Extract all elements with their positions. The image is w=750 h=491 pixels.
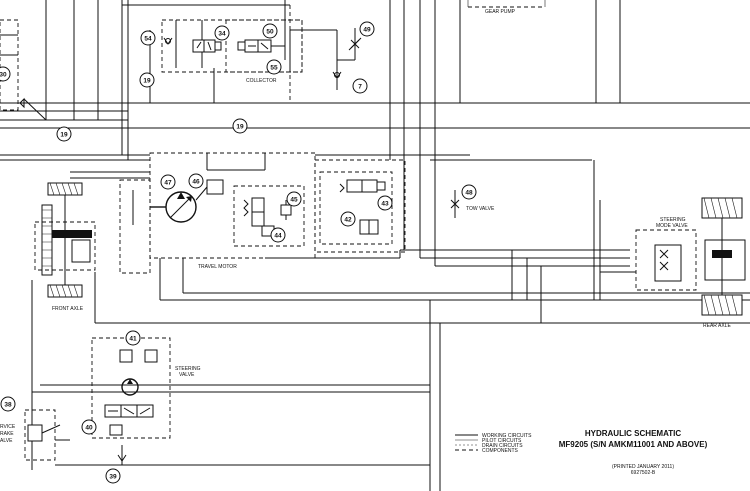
callout-19-mid: 19: [232, 118, 248, 134]
svg-text:40: 40: [85, 425, 93, 432]
callout-19: 19: [139, 72, 155, 88]
svg-text:54: 54: [144, 36, 152, 43]
callout-7: 7: [352, 78, 368, 94]
legend: WORKING CIRCUITS PILOT CIRCUITS DRAIN CI…: [455, 433, 532, 454]
callout-40: 40: [81, 419, 97, 435]
tow-valve-label: TOW VALVE: [466, 206, 495, 212]
travel-motor-label: TRAVEL MOTOR: [198, 264, 237, 270]
pilot-manifold: [121, 4, 291, 104]
svg-text:47: 47: [164, 180, 172, 187]
legend-working: WORKING CIRCUITS: [482, 433, 532, 439]
svg-text:48: 48: [465, 190, 473, 197]
svg-text:19: 19: [60, 132, 68, 139]
check-valve-7: [332, 71, 342, 79]
svg-text:41: 41: [129, 336, 137, 343]
collector: COLLECTOR: [161, 19, 338, 84]
callout-39: 39: [105, 468, 121, 484]
brake-label-2: RAKE: [0, 431, 14, 437]
steering-mode-valve-label-2: MODE VALVE: [656, 223, 688, 229]
front-axle-label: FRONT AXLE: [52, 306, 84, 312]
main-circuit-lines: [0, 102, 750, 466]
service-brake-valve: RVICE RAKE ALVE: [0, 409, 127, 465]
brake-label-1: RVICE: [0, 424, 16, 430]
travel-motor-group: TRAVEL MOTOR: [119, 152, 406, 300]
callout-34: 34: [214, 25, 230, 41]
needle-valve-49: [337, 28, 362, 61]
legend-components: COMPONENTS: [482, 448, 519, 454]
callout-48: 48: [461, 184, 477, 200]
schematic-model: MF9205 (S/N AMKM11001 AND ABOVE): [559, 440, 708, 449]
svg-text:43: 43: [381, 201, 389, 208]
svg-text:44: 44: [274, 233, 282, 240]
svg-text:42: 42: [344, 217, 352, 224]
front-axle: FRONT AXLE: [34, 182, 96, 312]
callout-46: 46: [188, 173, 204, 189]
part-number: 6927502-B: [631, 470, 656, 476]
svg-text:38: 38: [4, 402, 12, 409]
svg-text:7: 7: [358, 84, 362, 91]
callout-30: 30: [0, 66, 11, 82]
rear-axle: STEERING MODE VALVE REAR AXLE: [635, 197, 746, 329]
collector-label: COLLECTOR: [246, 78, 277, 84]
left-edge-circuit: [0, 19, 47, 121]
steering-valve: STEERING VALVE: [91, 337, 201, 439]
rear-axle-label: REAR AXLE: [703, 323, 731, 329]
callout-47: 47: [160, 174, 176, 190]
tow-valve: TOW VALVE: [450, 190, 495, 218]
svg-text:49: 49: [363, 27, 371, 34]
callout-44: 44: [270, 227, 286, 243]
legend-pilot: PILOT CIRCUITS: [482, 438, 522, 444]
brake-label-3: ALVE: [0, 438, 13, 444]
legend-drain: DRAIN CIRCUITS: [482, 443, 523, 449]
callouts: 54 34 50 49 19 55 7 30 19 19 47 46 45 44…: [0, 21, 477, 484]
svg-text:50: 50: [266, 29, 274, 36]
svg-text:46: 46: [192, 179, 200, 186]
callout-50: 50: [262, 23, 278, 39]
callout-45: 45: [286, 191, 302, 207]
svg-text:19: 19: [143, 78, 151, 85]
vertical-circuit-lines: [31, 0, 621, 491]
callout-49: 49: [359, 21, 375, 37]
svg-text:45: 45: [290, 197, 298, 204]
schematic-title: HYDRAULIC SCHEMATIC: [585, 429, 682, 438]
steering-valve-label-2: VALVE: [179, 372, 195, 378]
svg-text:34: 34: [218, 31, 226, 38]
callout-42: 42: [340, 211, 356, 227]
callout-41: 41: [125, 330, 141, 346]
callout-43: 43: [377, 195, 393, 211]
callout-19-left: 19: [56, 126, 72, 142]
printed-date: (PRINTED JANUARY 2011): [612, 464, 674, 470]
callout-55: 55: [266, 59, 282, 75]
svg-text:55: 55: [270, 65, 278, 72]
gear-pump: GEAR PUMP: [467, 0, 546, 15]
title-block: HYDRAULIC SCHEMATIC MF9205 (S/N AMKM1100…: [559, 429, 708, 476]
svg-text:39: 39: [109, 474, 117, 481]
callout-38: 38: [0, 396, 16, 412]
svg-text:19: 19: [236, 124, 244, 131]
callout-54: 54: [140, 30, 156, 46]
steering-valve-label-1: STEERING: [175, 366, 201, 372]
svg-text:30: 30: [0, 72, 7, 79]
steering-mode-valve-label-1: STEERING: [660, 217, 686, 223]
gear-pump-label: GEAR PUMP: [485, 9, 516, 15]
